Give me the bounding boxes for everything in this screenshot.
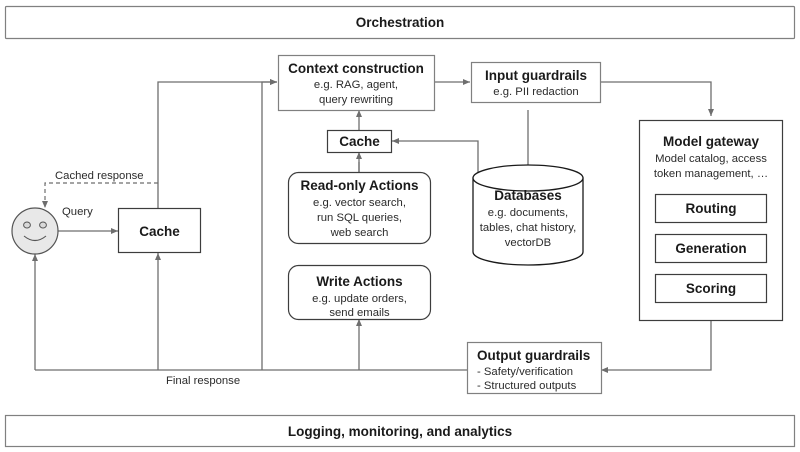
query-label: Query <box>62 206 93 218</box>
model-gateway-line1: Model catalog, access <box>655 153 767 165</box>
edge-cached-response <box>42 182 158 208</box>
read-only-actions-title: Read-only Actions <box>300 178 418 193</box>
read-only-actions-box[interactable]: Read-only Actions e.g. vector search, ru… <box>287 171 432 245</box>
edge-input-guardrails-to-model-gateway <box>601 81 714 116</box>
edge-label-layer: Query Cached response Final response <box>55 170 240 387</box>
write-actions-line1: e.g. update orders, <box>312 293 407 305</box>
output-guardrails-line1: - Safety/verification <box>477 366 573 378</box>
context-construction-line2: query rewriting <box>319 94 393 106</box>
context-construction-title: Context construction <box>288 61 424 76</box>
read-only-actions-line2: run SQL queries, <box>317 212 402 224</box>
model-gateway-box[interactable]: Model gateway Model catalog, access toke… <box>638 119 784 322</box>
databases-line2: tables, chat history, <box>480 222 577 234</box>
mid-cache-box[interactable]: Cache <box>326 129 393 154</box>
edge-response-to-context-construction <box>261 79 277 370</box>
model-gateway-generation[interactable]: Generation <box>654 233 768 264</box>
input-guardrails-box[interactable]: Input guardrails e.g. PII redaction <box>470 61 602 104</box>
read-only-actions-line1: e.g. vector search, <box>313 197 406 209</box>
connector-layer <box>32 79 714 373</box>
logging-band: Logging, monitoring, and analytics <box>4 414 796 448</box>
model-gateway-line2: token management, … <box>654 168 768 180</box>
edge-model-gateway-to-output-guardrails <box>601 320 712 373</box>
generation-label: Generation <box>675 241 746 256</box>
model-gateway-scoring[interactable]: Scoring <box>654 273 768 304</box>
databases-line3: vectorDB <box>505 237 551 249</box>
logging-label: Logging, monitoring, and analytics <box>288 424 512 439</box>
routing-label: Routing <box>686 201 737 216</box>
output-guardrails-line2: - Structured outputs <box>477 380 577 392</box>
databases-cylinder[interactable]: Databases e.g. documents, tables, chat h… <box>472 164 584 266</box>
context-construction-line1: e.g. RAG, agent, <box>314 79 398 91</box>
scoring-label: Scoring <box>686 281 736 296</box>
context-construction-box[interactable]: Context construction e.g. RAG, agent, qu… <box>277 54 436 112</box>
input-guardrails-title: Input guardrails <box>485 68 587 83</box>
databases-title: Databases <box>494 188 562 203</box>
orchestration-label: Orchestration <box>356 15 445 30</box>
write-actions-title: Write Actions <box>316 274 402 289</box>
model-gateway-title: Model gateway <box>663 134 760 149</box>
query-cache-box[interactable]: Cache <box>117 207 202 254</box>
edge-cache-to-context-construction <box>157 79 277 208</box>
cached-response-label: Cached response <box>55 170 144 182</box>
query-cache-label: Cache <box>139 224 180 239</box>
mid-cache-label: Cache <box>339 134 380 149</box>
output-guardrails-box[interactable]: Output guardrails - Safety/verification … <box>466 341 603 395</box>
model-gateway-routing[interactable]: Routing <box>654 193 768 224</box>
databases-line1: e.g. documents, <box>488 207 568 219</box>
write-actions-line2: send emails <box>329 307 390 319</box>
input-guardrails-line1: e.g. PII redaction <box>493 86 578 98</box>
read-only-actions-line3: web search <box>330 227 389 239</box>
orchestration-band: Orchestration <box>4 5 796 40</box>
write-actions-box[interactable]: Write Actions e.g. update orders, send e… <box>287 264 432 321</box>
user-face <box>11 207 59 255</box>
final-response-label: Final response <box>166 375 240 387</box>
output-guardrails-title: Output guardrails <box>477 348 590 363</box>
